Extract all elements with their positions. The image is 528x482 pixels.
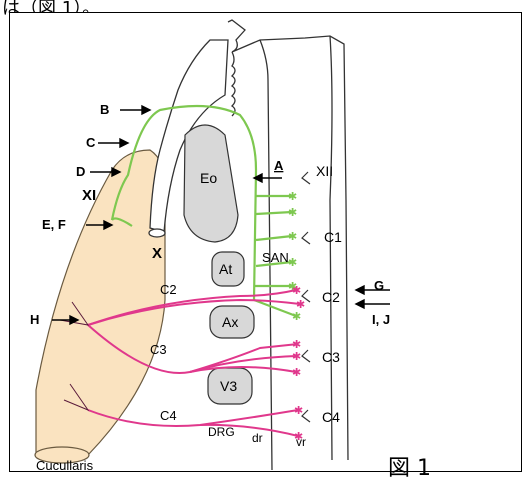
label-xii: XII: [316, 163, 333, 179]
label-d: D: [76, 164, 85, 179]
label-c1: C1: [324, 229, 342, 245]
label-x: X: [152, 245, 162, 262]
figure-caption: 図 1: [388, 450, 431, 482]
label-eo: Eo: [200, 170, 217, 186]
svg-text:✱: ✱: [292, 351, 301, 363]
cucullaris-muscle: [35, 150, 165, 463]
label-cucullaris: Cucullaris: [36, 458, 94, 473]
label-b: B: [100, 102, 109, 117]
label-vr: vr: [296, 435, 306, 449]
label-xi: XI: [82, 187, 96, 204]
svg-text:✱: ✱: [288, 191, 297, 203]
svg-text:✱: ✱: [294, 405, 303, 417]
svg-text:✱: ✱: [288, 207, 297, 219]
label-c3-nerve: C3: [150, 342, 167, 357]
label-drg: DRG: [208, 425, 235, 439]
label-h: H: [30, 312, 39, 327]
nerve-endings-pink: ✱✱✱ ✱✱✱ ✱: [292, 285, 305, 443]
label-san: SAN: [262, 250, 289, 265]
svg-text:✱: ✱: [292, 367, 301, 379]
svg-text:✱: ✱: [288, 257, 297, 269]
svg-text:✱: ✱: [292, 285, 301, 297]
ventral-roots: [302, 172, 310, 422]
label-at: At: [219, 261, 232, 277]
svg-text:✱: ✱: [296, 299, 305, 311]
label-c2-nerve: C2: [160, 282, 177, 297]
svg-text:✱: ✱: [292, 311, 301, 323]
label-ef: E, F: [42, 217, 66, 232]
label-dr: dr: [252, 431, 263, 445]
label-c4-root: C4: [322, 409, 340, 425]
label-v3: V3: [220, 378, 237, 394]
body-outline: [149, 20, 348, 470]
label-ij: I, J: [372, 312, 390, 327]
label-c3-root: C3: [322, 349, 340, 365]
label-c2-root: C2: [322, 289, 340, 305]
label-g: G: [374, 278, 384, 293]
label-ax: Ax: [222, 314, 238, 330]
label-c: C: [86, 135, 96, 150]
label-c4-nerve: C4: [160, 408, 177, 423]
label-a: A: [274, 158, 284, 173]
svg-text:✱: ✱: [288, 231, 297, 243]
svg-text:✱: ✱: [292, 339, 301, 351]
